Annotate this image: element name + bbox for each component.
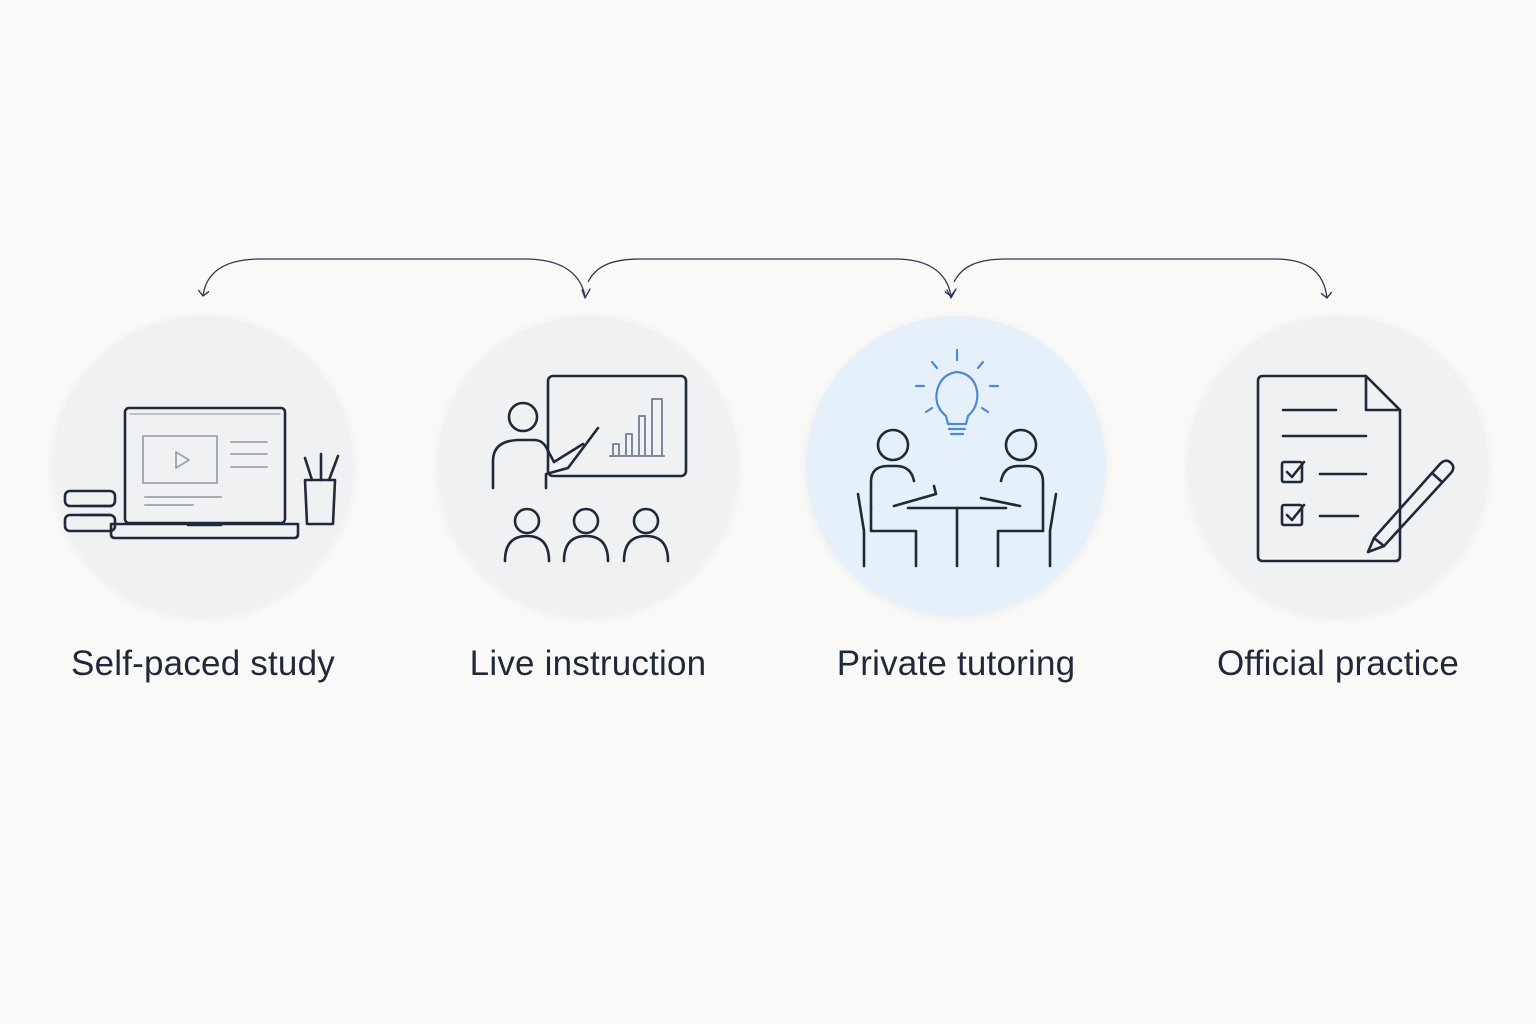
step-live-instruction: Live instruction xyxy=(438,316,738,716)
step-official-practice: Official practice xyxy=(1188,316,1488,716)
connector-arrow-1 xyxy=(197,258,586,297)
step-label: Official practice xyxy=(1216,644,1459,683)
step-circle xyxy=(438,316,738,616)
step-private-tutoring: Private tutoring xyxy=(806,316,1106,716)
step-circle xyxy=(53,316,353,616)
step-label: Live instruction xyxy=(469,644,707,683)
step-circle-highlighted xyxy=(806,316,1106,616)
laptop-study-icon xyxy=(63,406,340,540)
step-self-paced-study: Self-paced study xyxy=(53,316,353,716)
connector-arrow-2 xyxy=(587,258,956,297)
connector-arrow-3 xyxy=(953,258,1333,299)
checklist-document-icon xyxy=(1256,374,1455,563)
step-circle xyxy=(1188,316,1488,616)
tutoring-lightbulb-icon xyxy=(856,348,1058,568)
step-label: Self-paced study xyxy=(71,644,335,683)
presentation-class-icon xyxy=(491,374,688,563)
step-label: Private tutoring xyxy=(836,644,1076,683)
